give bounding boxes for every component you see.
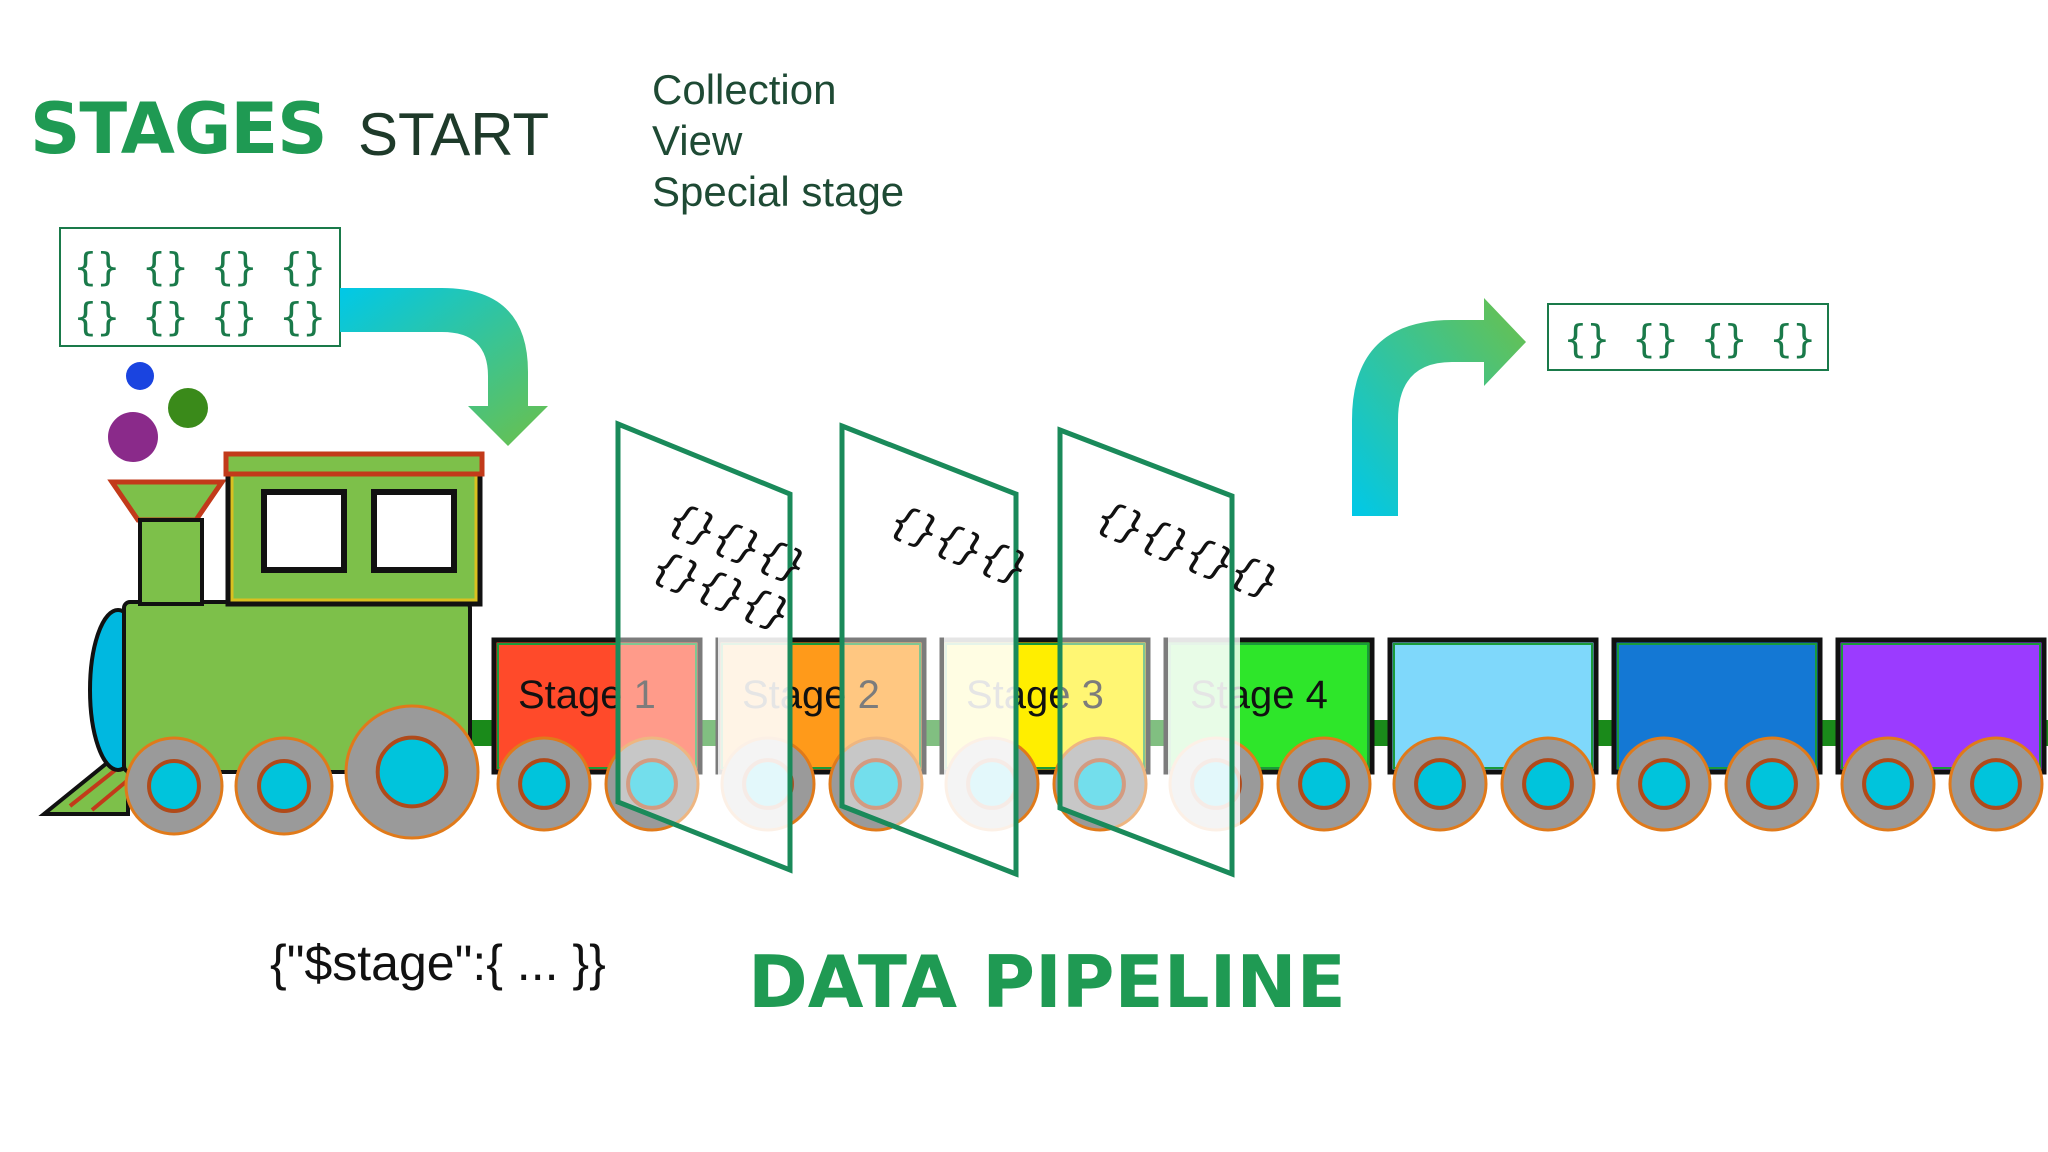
train-car-5-wheel-rear <box>1500 736 1596 832</box>
filter-fade-overlays <box>718 636 1240 836</box>
output-documents-row: {} {} {} {} <box>1564 317 1816 361</box>
train-car-6-wheel-rear <box>1724 736 1820 832</box>
train-car-7-wheel-rear <box>1948 736 2044 832</box>
locomotive-drive-wheel <box>344 704 480 840</box>
locomotive-wheel-1 <box>124 736 224 836</box>
start-option-collection: Collection <box>652 66 837 113</box>
input-documents-row-1: {} {} {} {} <box>74 245 326 289</box>
stage-filter-2: {}{}{} <box>839 422 1035 878</box>
smoke-puffs <box>108 362 208 462</box>
train-car-3-wheel-rear <box>1052 736 1148 832</box>
smoke-puff-blue <box>126 362 154 390</box>
locomotive-wheel-2 <box>234 736 334 836</box>
start-label: START <box>358 101 550 168</box>
train-car-2-wheel-rear <box>828 736 924 832</box>
chimney <box>138 518 204 606</box>
train-car-5-wheel-front <box>1392 736 1488 832</box>
start-option-special-stage: Special stage <box>652 168 905 215</box>
cab-window-left <box>261 489 347 573</box>
chimney-top <box>107 479 227 523</box>
smoke-puff-purple <box>108 412 158 462</box>
train-car-6-wheel-front <box>1616 736 1712 832</box>
output-arrow <box>1352 298 1526 516</box>
cab-window-right <box>371 489 457 573</box>
start-options-list: Collection View Special stage <box>652 64 904 217</box>
smoke-puff-green <box>168 388 208 428</box>
stage-filter-3: {}{}{}{} <box>1057 426 1286 878</box>
data-pipeline-title: DATA PIPELINE <box>748 940 1346 1024</box>
train-car-1-wheel-front <box>496 736 592 832</box>
train-car-1-label: Stage 1 <box>518 673 656 717</box>
train-car-7-wheel-front <box>1840 736 1936 832</box>
cab-roof <box>223 451 485 477</box>
stages-heading: STAGES <box>30 88 328 170</box>
stage-filters: {}{}{} {}{}{} {}{}{} {}{}{}{} <box>615 420 1286 878</box>
output-documents-box: {} {} {} {} <box>1547 303 1829 371</box>
start-option-view: View <box>652 117 743 164</box>
input-documents-row-2: {} {} {} {} <box>74 295 326 339</box>
input-documents-box: {} {} {} {} {} {} {} {} <box>59 227 341 347</box>
stage-syntax-example: {"$stage":{ ... }} <box>270 935 606 991</box>
train-car-4-wheel-rear <box>1276 736 1372 832</box>
input-arrow <box>340 288 548 446</box>
stage-filter-1: {}{}{} {}{}{} <box>615 420 813 874</box>
